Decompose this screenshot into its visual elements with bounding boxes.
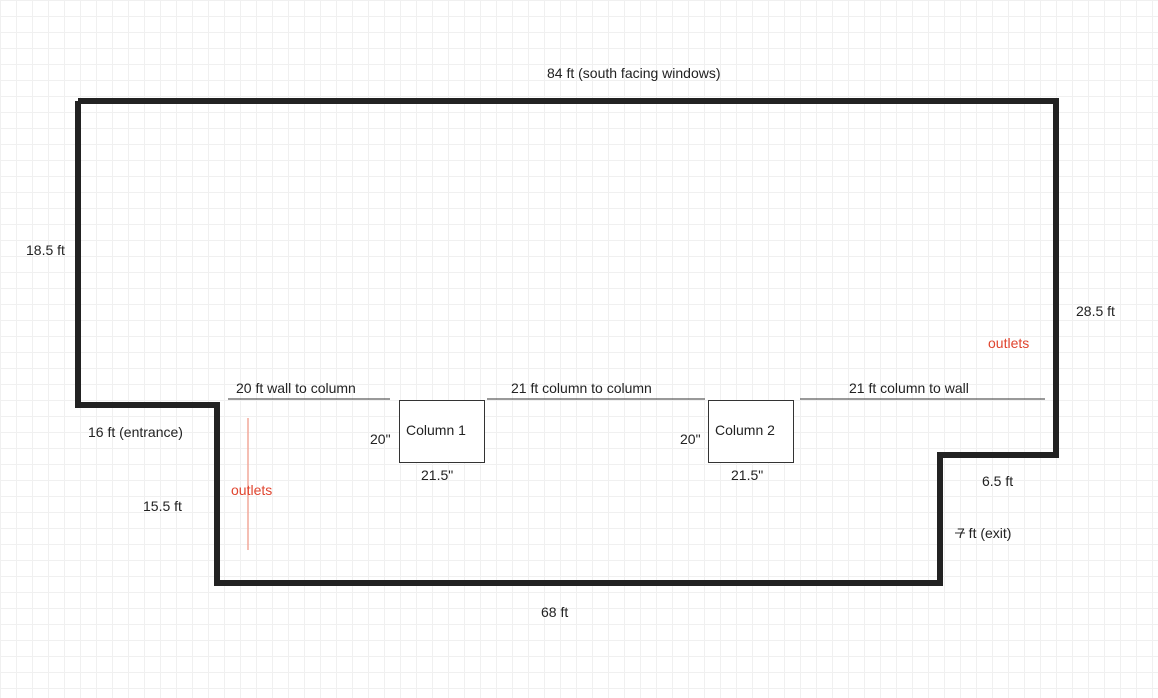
span-column-to-wall-label: 21 ft column to wall [849,380,969,396]
column-1-side-label: 20" [370,431,391,447]
right-wall-label: 28.5 ft [1076,303,1115,319]
span-wall-to-column-label: 20 ft wall to column [236,380,356,396]
column-2-label: Column 2 [715,422,775,438]
column-2: Column 2 [708,400,794,463]
exit-label: 7 ft (exit) [957,525,1012,541]
left-wall-label: 18.5 ft [26,242,65,258]
room-outline [75,98,1059,586]
lower-left-wall-label: 15.5 ft [143,498,182,514]
bottom-wall-label: 68 ft [541,604,569,620]
column-2-side-label: 20" [680,431,701,447]
column-1: Column 1 [399,400,485,463]
outlets-right-label: outlets [988,335,1030,351]
column-1-label: Column 1 [406,422,466,438]
entrance-label: 16 ft (entrance) [88,424,183,440]
span-column-to-column-label: 21 ft column to column [511,380,652,396]
top-wall-label: 84 ft (south facing windows) [547,65,721,81]
step-right-label: 6.5 ft [982,473,1014,489]
column-2-width-label: 21.5" [731,467,764,483]
column-1-width-label: 21.5" [421,467,454,483]
outlets-left-label: outlets [231,482,273,498]
